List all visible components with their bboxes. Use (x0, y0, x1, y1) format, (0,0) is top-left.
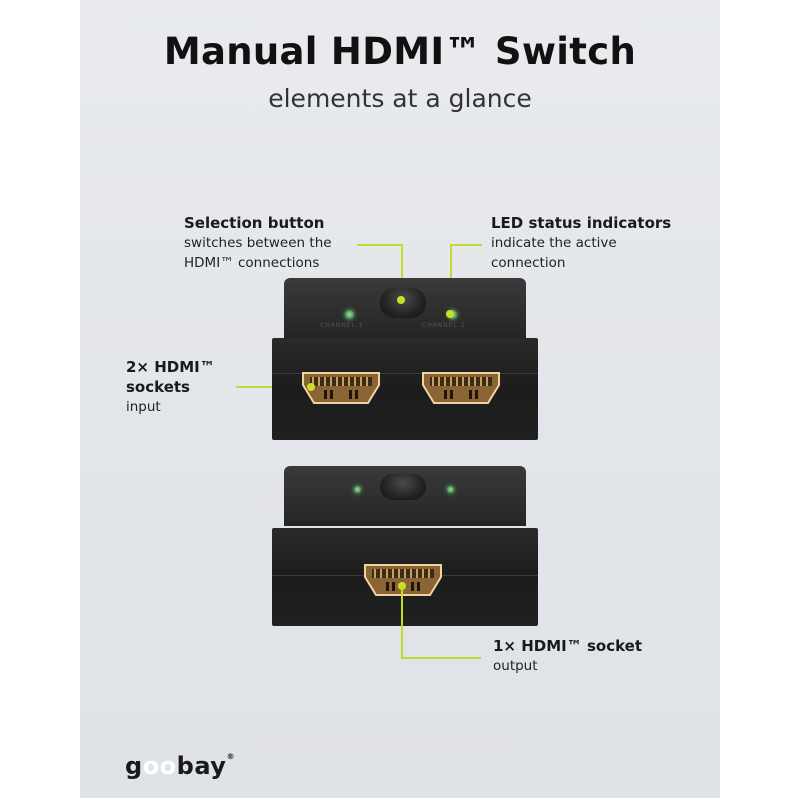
callout-title: Selection button (184, 214, 325, 232)
pointer-dot (446, 310, 454, 318)
hdmi-switch-output-view (272, 466, 538, 626)
callout-text: HDMI™ connections (184, 255, 320, 271)
selection-button (380, 474, 426, 500)
callout-text: switches between the (184, 235, 332, 251)
pointer-dot (397, 296, 405, 304)
led-channel-1 (345, 310, 354, 319)
led-channel-1 (447, 486, 454, 493)
page-title: Manual HDMI™ Switch (163, 30, 637, 73)
leader-line (401, 657, 481, 659)
callout-text: input (126, 399, 161, 415)
callout-text: connection (491, 255, 566, 271)
hdmi-input-socket-2 (422, 372, 500, 404)
channel-2-label: CHANNEL 2 (422, 322, 466, 329)
callout-input-sockets: 2× HDMI™ sockets input (126, 357, 215, 417)
callout-title: LED status indicators (491, 214, 672, 232)
callout-selection-button: Selection button switches between the HD… (184, 213, 332, 273)
callout-text: output (493, 658, 538, 674)
goobay-logo: goobay® (125, 752, 235, 780)
callout-text: indicate the active (491, 235, 617, 251)
callout-output-socket: 1× HDMI™ socket output (493, 636, 642, 676)
leader-line (357, 244, 402, 246)
leader-line (401, 586, 403, 658)
callout-title: 1× HDMI™ socket (493, 637, 643, 655)
callout-led-status: LED status indicators indicate the activ… (491, 213, 671, 273)
pointer-dot (307, 383, 315, 391)
leader-line (401, 244, 403, 300)
hdmi-output-socket (364, 564, 442, 596)
leader-line (450, 244, 482, 246)
callout-title: sockets (126, 378, 190, 396)
hdmi-switch-input-view: CHANNEL 1 CHANNEL 2 (272, 278, 538, 440)
page-subtitle: elements at a glance (268, 84, 532, 113)
led-channel-2 (354, 486, 361, 493)
hdmi-input-socket-1 (302, 372, 380, 404)
callout-title: 2× HDMI™ (126, 358, 215, 376)
channel-1-label: CHANNEL 1 (320, 322, 364, 329)
